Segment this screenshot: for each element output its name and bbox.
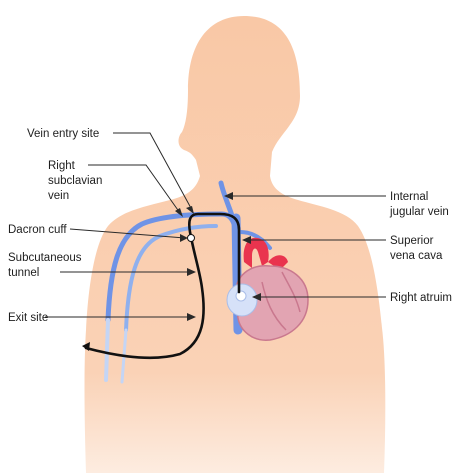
label-dacron-cuff: Dacron cuff xyxy=(8,224,67,236)
label-right-subclavian-vein-line-3: vein xyxy=(48,190,69,202)
label-right-subclavian-vein-line-2: subclavian xyxy=(48,175,102,187)
label-subcutaneous-tunnel-line-1: Subcutaneous xyxy=(8,252,82,264)
label-superior-vena-cava-line-2: vena cava xyxy=(390,250,443,262)
arm-vein-faded-1 xyxy=(106,320,108,380)
label-right-atrium: Right atruim xyxy=(390,292,452,304)
label-internal-jugular-vein-line-1: Internal xyxy=(390,191,428,203)
label-right-subclavian-vein-line-1: Right xyxy=(48,160,76,172)
catheter-tip-marker xyxy=(236,291,246,301)
label-exit-site: Exit site xyxy=(8,312,48,324)
label-superior-vena-cava-line-1: Superior xyxy=(390,235,434,247)
dacron-cuff xyxy=(188,235,195,242)
label-vein-entry-site: Vein entry site xyxy=(27,128,99,140)
label-internal-jugular-vein-line-2: jugular vein xyxy=(389,206,449,218)
label-subcutaneous-tunnel-line-2: tunnel xyxy=(8,267,39,279)
